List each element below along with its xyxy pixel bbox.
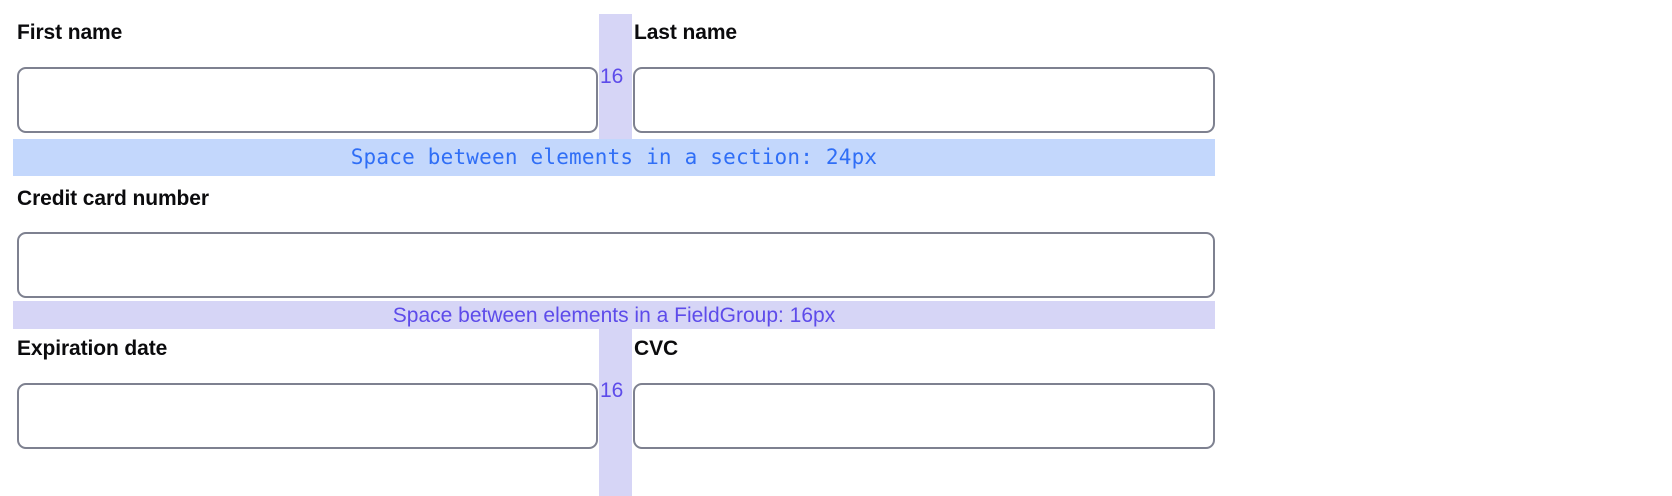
input-expiration-date[interactable] [17,383,598,449]
label-cvc: CVC [634,337,679,360]
column-gap-strip-expiry-row: 16 [599,329,632,496]
input-first-name[interactable] [17,67,598,133]
label-expiration-date: Expiration date [17,337,168,360]
input-cvc[interactable] [633,383,1215,449]
column-gap-strip-name-row: 16 [599,14,632,139]
label-credit-card-number: Credit card number [17,187,209,210]
annotation-band-fieldgroup-gap: Space between elements in a FieldGroup: … [13,301,1215,329]
column-gap-label-expiry-row: 16 [600,379,624,402]
annotation-text-fieldgroup-gap: Space between elements in a FieldGroup: … [392,303,836,327]
column-gap-label-name-row: 16 [600,65,624,88]
label-first-name: First name [17,21,123,44]
input-credit-card-number[interactable] [17,232,1215,298]
label-last-name: Last name [634,21,737,44]
annotation-text-section-gap: Space between elements in a section: 24p… [350,145,878,169]
annotation-band-section-gap: Space between elements in a section: 24p… [13,139,1215,176]
input-last-name[interactable] [633,67,1215,133]
